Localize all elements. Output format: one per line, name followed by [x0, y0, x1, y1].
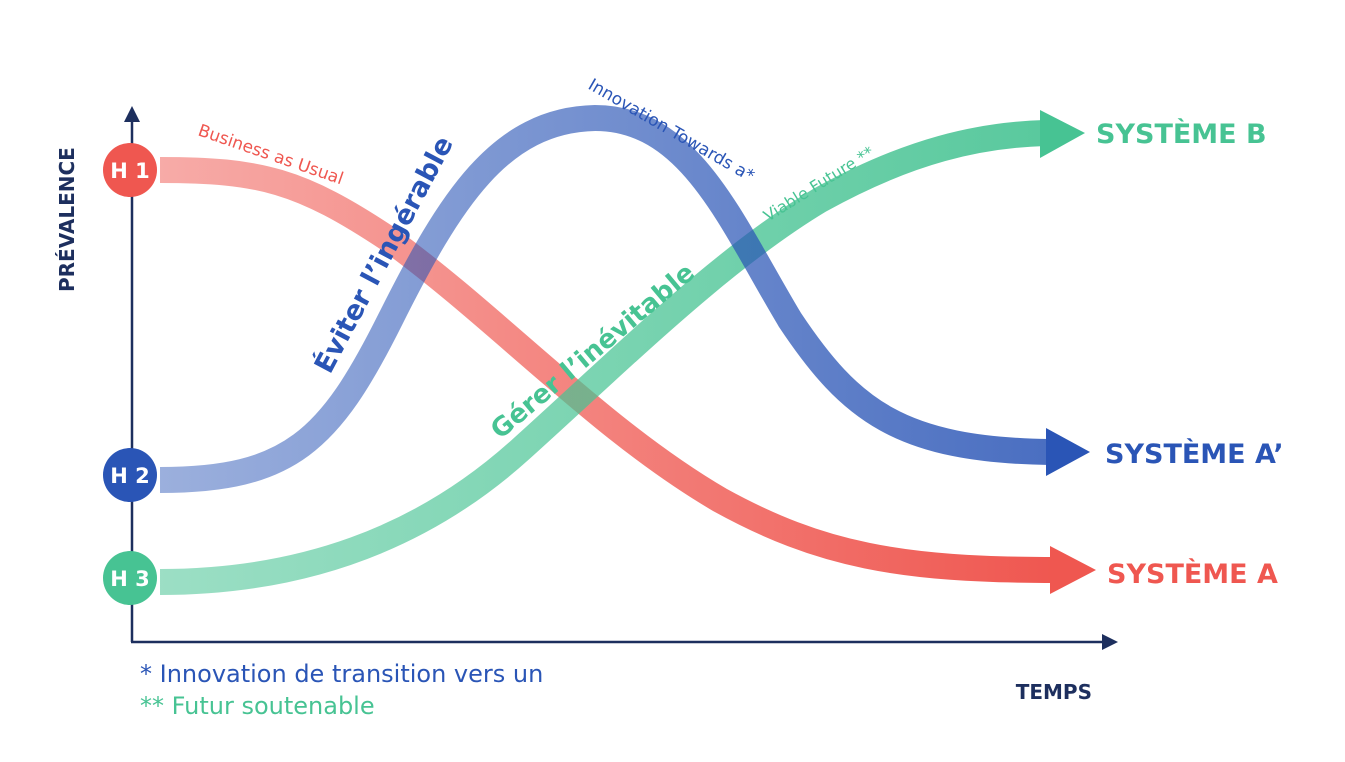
viable-future-curve — [159, 120, 1046, 595]
system-b-arrow-icon — [1040, 110, 1085, 158]
system-a-prime-arrow-icon — [1046, 428, 1090, 476]
system-b-label: SYSTÈME B — [1096, 118, 1267, 150]
innovation-curve — [159, 104, 1051, 493]
y-axis-arrow-icon — [124, 106, 140, 122]
y-axis-label: PRÉVALENCE — [55, 147, 79, 292]
footnote-innovation: * Innovation de transition vers un — [140, 660, 544, 688]
h1-marker: H 1 — [103, 143, 157, 197]
h2-marker: H 2 — [103, 448, 157, 502]
footnote-futur: ** Futur soutenable — [140, 692, 375, 720]
x-axis-label: TEMPS — [1016, 680, 1092, 704]
system-a-prime-label: SYSTÈME A’ — [1105, 438, 1284, 470]
h3-marker: H 3 — [103, 551, 157, 605]
h1-label: H 1 — [110, 159, 150, 183]
x-axis-arrow-icon — [1102, 634, 1118, 650]
system-a-arrow-icon — [1050, 546, 1096, 594]
h2-label: H 2 — [110, 464, 150, 488]
system-a-label: SYSTÈME A — [1107, 558, 1278, 590]
h3-label: H 3 — [110, 567, 150, 591]
